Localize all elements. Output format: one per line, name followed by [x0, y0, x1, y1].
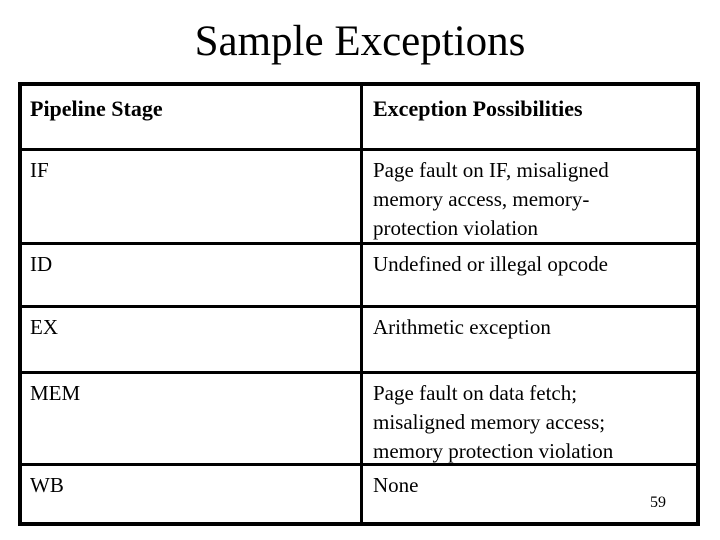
- exceptions-cell: Page fault on IF, misaligned memory acce…: [373, 158, 609, 240]
- header-cell-exception-possibilities: Exception Possibilities: [373, 96, 583, 121]
- exceptions-cell: Arithmetic exception: [373, 315, 551, 339]
- table-row-wb: WB None: [22, 463, 696, 522]
- stage-cell: EX: [22, 308, 363, 371]
- table-row-ex: EX Arithmetic exception: [22, 305, 696, 371]
- stage-cell: MEM: [22, 374, 363, 463]
- exceptions-cell: Undefined or illegal opcode: [373, 252, 608, 276]
- header-cell-pipeline-stage: Pipeline Stage: [22, 86, 363, 148]
- page-number: 59: [650, 494, 666, 511]
- table-row-if: IF Page fault on IF, misaligned memory a…: [22, 148, 696, 242]
- table-row-id: ID Undefined or illegal opcode: [22, 242, 696, 305]
- exceptions-cell: Page fault on data fetch; misaligned mem…: [373, 381, 614, 463]
- table-header-row: Pipeline Stage Exception Possibilities: [22, 86, 696, 148]
- exceptions-table: Pipeline Stage Exception Possibilities I…: [18, 82, 700, 526]
- table-row-mem: MEM Page fault on data fetch; misaligned…: [22, 371, 696, 463]
- stage-cell: IF: [22, 151, 363, 242]
- exceptions-cell: None: [373, 473, 419, 497]
- stage-cell: WB: [22, 466, 363, 522]
- slide-title: Sample Exceptions: [194, 18, 526, 65]
- stage-cell: ID: [22, 245, 363, 305]
